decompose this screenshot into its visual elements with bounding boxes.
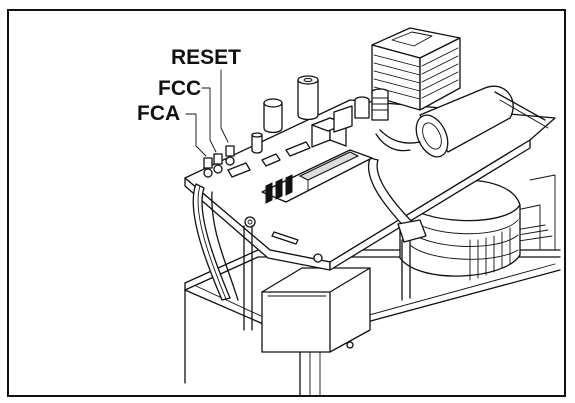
label-fca: FCA [137, 102, 180, 125]
leader-fcc [201, 87, 217, 153]
label-fcc: FCC [158, 77, 201, 100]
board-components [203, 75, 421, 204]
label-reset: RESET [171, 46, 241, 69]
leader-fca [185, 113, 207, 157]
callouts: RESET FCC FCA [137, 46, 241, 157]
frame-border [7, 9, 566, 397]
board-transformer [371, 27, 461, 111]
run-capacitor [415, 85, 549, 158]
lower-transformer-box [261, 267, 371, 353]
support-posts [243, 225, 411, 331]
leader-reset [220, 69, 229, 143]
cables [192, 157, 427, 301]
